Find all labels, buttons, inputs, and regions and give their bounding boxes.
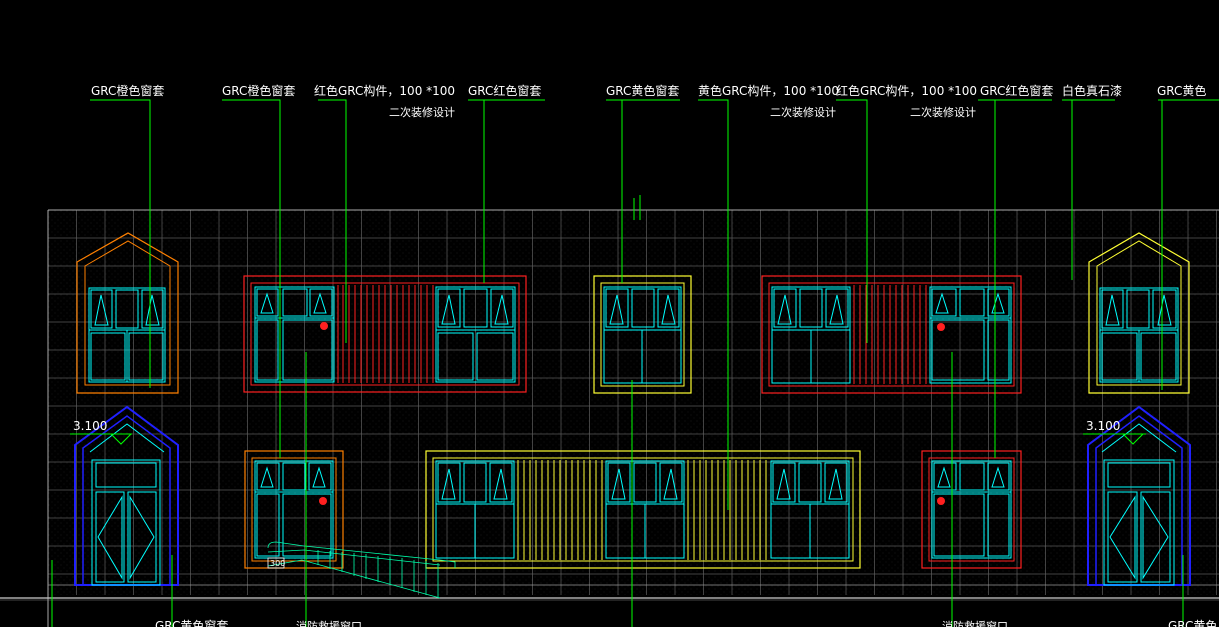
- label-secondary-decoration-2: 二次装修设计: [770, 105, 836, 119]
- label-grc-red-window-2: GRC红色窗套: [980, 83, 1053, 98]
- access-ramp: [267, 541, 456, 599]
- label-grc-yellow-partial: GRC黄色: [1157, 84, 1206, 98]
- lower-window-orange-left: [244, 450, 344, 569]
- label-secondary-decoration-3: 二次装修设计: [910, 105, 976, 119]
- label-grc-orange-window-1: GRC橙色窗套: [91, 83, 164, 98]
- label-grc-yellow-bottom-right: GRC黄色: [1168, 619, 1217, 627]
- level-mark-right: 3.100: [1086, 419, 1120, 433]
- lower-window-yellow-wide: [425, 450, 861, 569]
- upper-window-red-right: [761, 275, 1022, 394]
- ramp-dimension: 300: [270, 559, 285, 568]
- label-grc-orange-window-2: GRC橙色窗套: [222, 83, 295, 98]
- label-red-grc-component-1: 红色GRC构件，100 *100: [314, 83, 455, 98]
- label-red-grc-component-2: 红色GRC构件，100 *100: [836, 83, 977, 98]
- label-secondary-decoration-1: 二次装修设计: [389, 105, 455, 119]
- label-grc-yellow-window-bottom: GRC黄色窗套: [155, 619, 228, 627]
- label-white-stone-paint: 白色真石漆: [1062, 83, 1122, 98]
- leader-lines: [51, 99, 1219, 627]
- facade: [0, 195, 1219, 627]
- entrance-door-left: [70, 405, 179, 586]
- gable-window-left: [76, 232, 179, 394]
- level-mark-left: 3.100: [73, 419, 107, 433]
- gable-window-right: [1088, 232, 1190, 394]
- entrance-door-right: [1083, 405, 1191, 586]
- label-yellow-grc-component: 黄色GRC构件，100 *100: [698, 83, 839, 98]
- label-fire-rescue-window-1: 消防救援窗口: [296, 619, 362, 627]
- upper-window-red-left: [243, 275, 527, 393]
- label-grc-red-window-1: GRC红色窗套: [468, 83, 541, 98]
- upper-window-yellow-middle: [593, 275, 692, 394]
- label-fire-rescue-window-2: 消防救援窗口: [942, 619, 1008, 627]
- lower-window-red-right: [921, 450, 1022, 569]
- label-grc-yellow-window-1: GRC黄色窗套: [606, 84, 679, 98]
